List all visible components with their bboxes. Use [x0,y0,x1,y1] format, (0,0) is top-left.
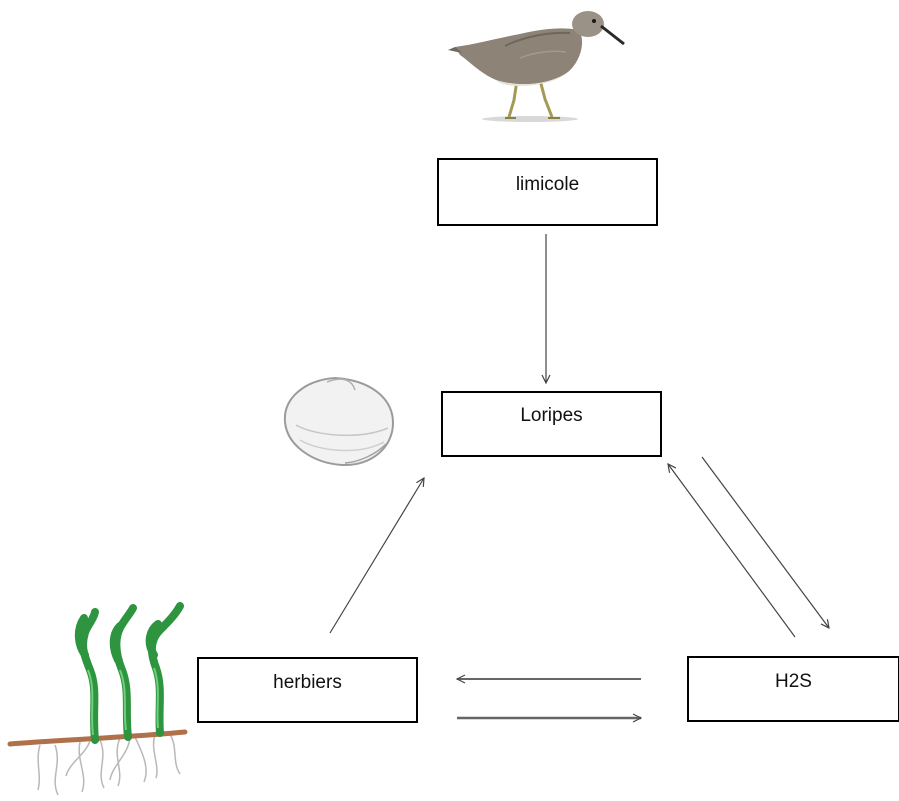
node-herbiers-label: herbiers [273,672,342,694]
node-loripes-label: Loripes [520,405,582,427]
node-h2s: H2S [687,656,899,722]
node-limicole: limicole [437,158,658,226]
shorebird-illustration [448,11,624,122]
arrow-h2s-to-loripes [668,464,795,637]
arrow-herbiers-to-loripes [330,478,424,633]
node-limicole-label: limicole [516,174,579,196]
arrow-loripes-to-h2s [702,457,829,628]
node-loripes: Loripes [441,391,662,457]
arrows [330,234,829,718]
node-h2s-label: H2S [775,671,812,693]
seagrass-illustration [10,606,185,795]
clam-shell-illustration [285,378,393,465]
node-herbiers: herbiers [197,657,418,723]
